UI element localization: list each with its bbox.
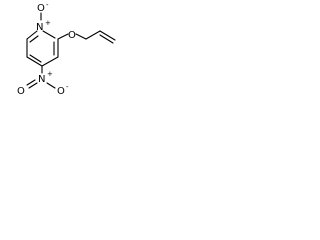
atom-ether-oxygen: O xyxy=(68,30,76,41)
atom-nitro-oxygen-right-charge: - xyxy=(66,83,69,91)
atom-n-oxide-oxygen-charge: - xyxy=(46,1,49,9)
bond-ch-ch2-double-b xyxy=(99,34,114,44)
bond-ring-c4-c5 xyxy=(26,56,43,67)
bond-ring-c6-n xyxy=(26,30,38,40)
atom-nitro-oxygen-right: O xyxy=(57,86,65,97)
atom-n-oxide-oxygen: O xyxy=(37,3,45,14)
atom-ring-nitrogen-charge: + xyxy=(45,19,51,27)
bond-ring-n-c2 xyxy=(42,30,56,39)
bond-nitro-n-o-right xyxy=(46,82,56,89)
atom-nitro-oxygen-left: O xyxy=(17,86,25,97)
bond-nitro-n-o-left-a xyxy=(28,82,38,89)
bond-nitro-n-o-left-b xyxy=(26,79,36,86)
bond-ring-c4-c5-inner xyxy=(29,54,42,63)
bond-ch2-ch xyxy=(85,30,101,40)
bond-ring-c3-c4 xyxy=(41,56,59,67)
molecule-structure: N + O - O N + O O - xyxy=(17,1,116,97)
bond-c2-o xyxy=(57,33,69,40)
bond-ring-c6-n-inner xyxy=(29,35,39,43)
atom-ring-nitrogen: N xyxy=(36,22,43,33)
atom-nitro-nitrogen: N xyxy=(38,74,45,85)
bond-o-ch2 xyxy=(75,33,87,40)
bond-ch-ch2-double-a xyxy=(99,30,116,41)
atom-nitro-nitrogen-charge: + xyxy=(47,70,53,78)
